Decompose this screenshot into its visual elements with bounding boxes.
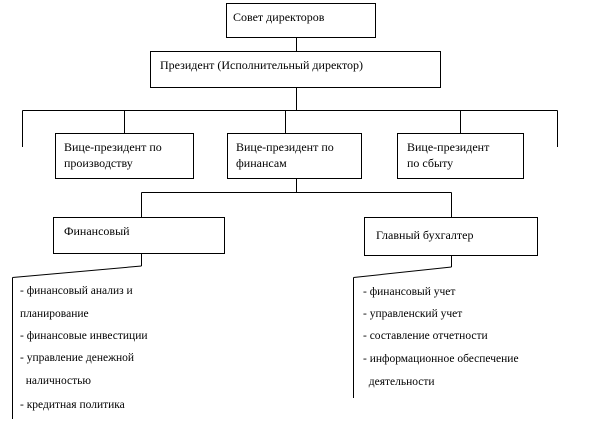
vp-production-label-line2: производству [64, 156, 133, 170]
vp-sales-label-line1: Вице-президент [407, 140, 490, 154]
vp-sales-box: Вице-президент по сбыту [397, 133, 524, 179]
board-box: Совет директоров [226, 3, 376, 38]
financial-label: Финансовый [64, 224, 130, 238]
board-label: Совет директоров [233, 10, 325, 24]
president-box: Президент (Исполнительный директор) [150, 51, 441, 88]
vp-finance-label-line2: финансам [236, 156, 287, 170]
accountant-function-2: - управленский учет [363, 308, 463, 320]
chief-accountant-box: Главный бухгалтер [364, 217, 538, 256]
vp-finance-box: Вице-президент по финансам [227, 133, 362, 179]
vp-finance-label-line1: Вице-президент по [236, 140, 334, 154]
vp-production-box: Вице-президент по производству [55, 133, 194, 179]
financial-function-4: - управление денежной [20, 352, 135, 364]
accountant-function-1: - финансовый учет [363, 286, 456, 298]
financial-function-6: - кредитная политика [20, 399, 125, 411]
chief-accountant-label: Главный бухгалтер [376, 228, 474, 242]
president-label: Президент (Исполнительный директор) [160, 58, 364, 72]
connector-accountant-slant [353, 266, 452, 278]
financial-function-5: наличностью [20, 375, 91, 387]
accountant-function-4: - информационное обеспечение [363, 353, 519, 365]
connector-financial-slant [12, 265, 142, 278]
financial-function-1: - финансовый анализ и [20, 285, 133, 297]
accountant-function-3: - составление отчетности [363, 330, 488, 342]
vp-sales-label-line2: по сбыту [407, 156, 454, 170]
accountant-function-5: деятельности [363, 376, 435, 388]
financial-function-2: планирование [20, 308, 89, 320]
financial-box: Финансовый [53, 217, 225, 254]
financial-function-3: - финансовые инвестиции [20, 330, 148, 342]
vp-production-label-line1: Вице-президент по [64, 140, 162, 154]
